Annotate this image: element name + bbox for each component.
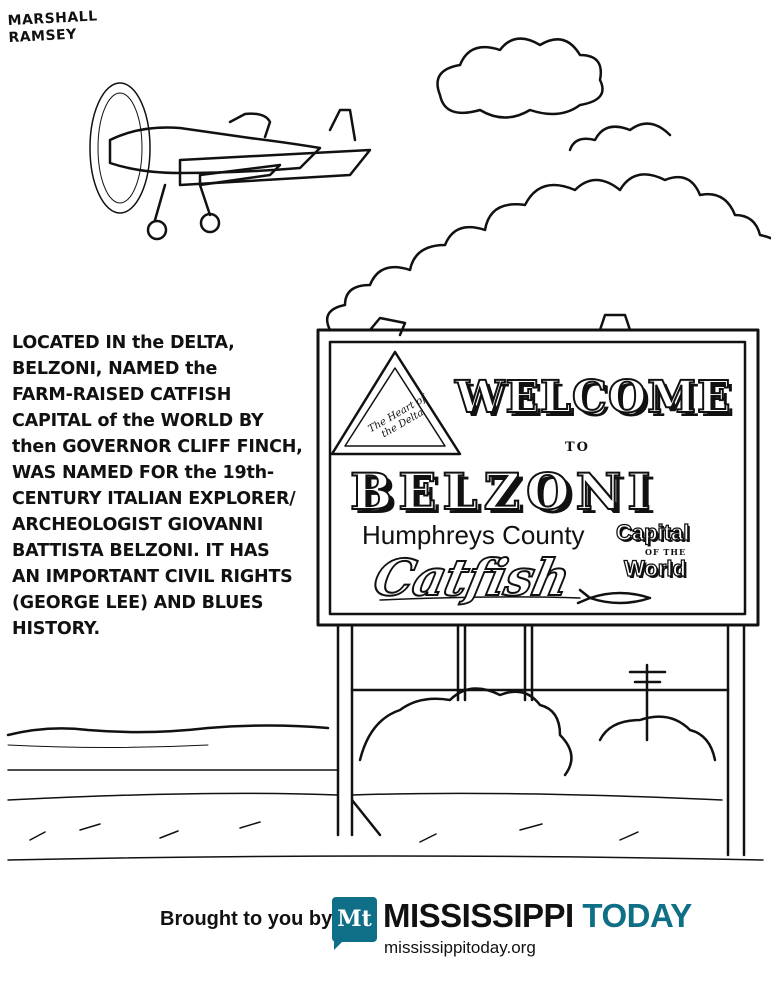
- bushes: [358, 687, 573, 777]
- website-url: mississippitoday.org: [384, 938, 536, 957]
- sign-welcome: WELCOME: [454, 371, 732, 424]
- sign-world: World: [623, 555, 686, 581]
- ground-line: [7, 855, 764, 861]
- blurb-line: CAPITAL of the WORLD BY: [12, 411, 264, 431]
- brand-part-2: TODAY: [582, 897, 692, 934]
- propeller: [89, 82, 151, 214]
- blurb-line: BELZONI, NAMED the: [12, 359, 218, 379]
- heart-of-delta-emblem: [330, 350, 462, 456]
- cloud-small: [436, 37, 604, 119]
- blurb-line: FARM-RAISED CATFISH: [12, 385, 232, 405]
- wheel-right: [199, 212, 221, 234]
- sign-capital: Capital: [615, 519, 690, 545]
- sign-of-the: OF THE: [645, 547, 687, 557]
- logo-tail: [334, 940, 344, 950]
- brand-part-1: MISSISSIPPI: [383, 897, 574, 934]
- brought-to-you-by: Brought to you by: [160, 908, 333, 930]
- brand-name: MISSISSIPPI TODAY: [383, 897, 692, 935]
- blurb-line: then GOVERNOR CLIFF FINCH,: [12, 437, 303, 457]
- blurb-line: AN IMPORTANT CIVIL RIGHTS: [12, 567, 293, 587]
- cloud-large: [325, 173, 771, 332]
- sign-catfish: Catfish: [368, 547, 576, 608]
- tree-line: [6, 724, 330, 737]
- blurb-line: WAS NAMED FOR the 19th-: [12, 463, 274, 483]
- belzoni-description: LOCATED IN the DELTA, BELZONI, NAMED the…: [12, 330, 332, 642]
- blurb-line: LOCATED IN the DELTA,: [12, 333, 235, 353]
- crop-duster-plane: [89, 82, 372, 241]
- blurb-line: HISTORY.: [12, 619, 100, 639]
- sign-to: TO: [565, 440, 590, 455]
- sign-county: Humphreys County: [362, 520, 585, 550]
- blurb-line: CENTURY ITALIAN EXPLORER/: [12, 489, 296, 509]
- blurb-line: BATTISTA BELZONI. IT HAS: [12, 541, 270, 561]
- artist-signature: MARSHALL RAMSEY: [7, 7, 129, 47]
- wheel-left: [146, 219, 168, 241]
- sign-town-name: BELZONI: [349, 461, 657, 522]
- mississippi-today-logo-icon: Mt: [332, 897, 377, 942]
- welcome-billboard: [316, 313, 760, 857]
- catfish-drawing: [576, 588, 652, 605]
- utility-pole: [628, 663, 667, 742]
- blurb-line: (GEORGE LEE) AND BLUES: [12, 593, 264, 613]
- blurb-line: ARCHEOLOGIST GIOVANNI: [12, 515, 264, 535]
